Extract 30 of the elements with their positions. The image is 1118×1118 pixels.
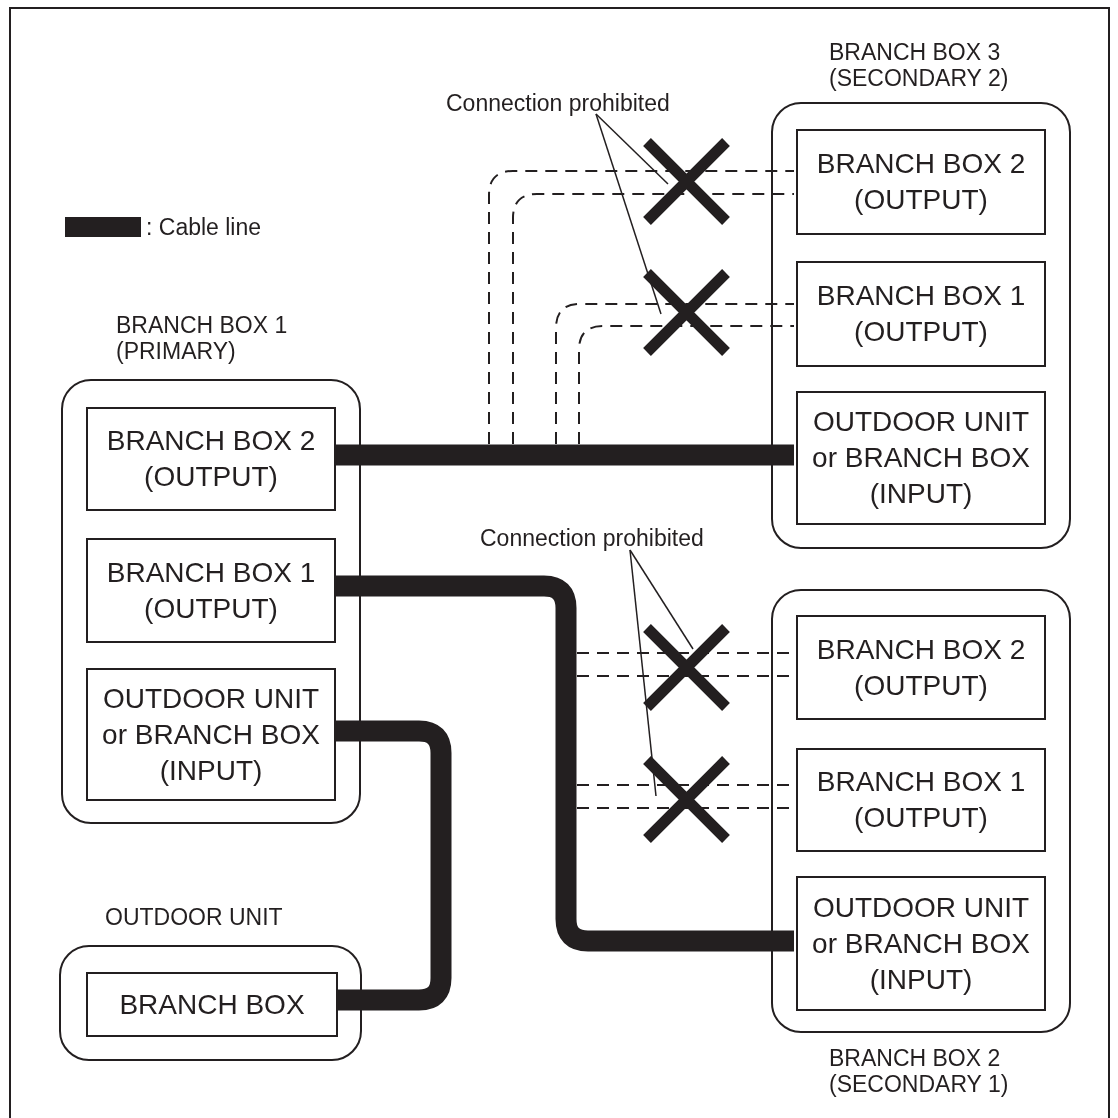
terminal-box: BRANCH BOX 1 (OUTPUT) — [796, 261, 1046, 367]
terminal-box: OUTDOOR UNIT or BRANCH BOX (INPUT) — [796, 876, 1046, 1011]
leader-line — [629, 549, 657, 797]
terminal-box: BRANCH BOX 2 (OUTPUT) — [796, 615, 1046, 720]
terminal-box: BRANCH BOX — [86, 972, 338, 1037]
terminal-box: OUTDOOR UNIT or BRANCH BOX (INPUT) — [796, 391, 1046, 525]
prohibited-connection-line — [555, 303, 795, 445]
terminal-box: BRANCH BOX 2 (OUTPUT) — [796, 129, 1046, 235]
note-text: Connection prohibited — [480, 524, 704, 552]
cable-line — [334, 720, 452, 1011]
cable-line — [334, 444, 794, 466]
leader-line — [629, 549, 694, 650]
cross-mark — [643, 756, 730, 843]
note-text: Connection prohibited — [446, 89, 670, 117]
terminal-box: OUTDOOR UNIT or BRANCH BOX (INPUT) — [86, 668, 336, 801]
terminal-box: BRANCH BOX 2 (OUTPUT) — [86, 407, 336, 511]
leader-line — [595, 113, 669, 185]
unit-heading: BRANCH BOX 1 (PRIMARY) — [116, 312, 289, 364]
unit-heading: BRANCH BOX 2 (SECONDARY 1) — [829, 1045, 1010, 1097]
terminal-box: BRANCH BOX 1 (OUTPUT) — [86, 538, 336, 643]
unit-heading: BRANCH BOX 3 (SECONDARY 2) — [829, 39, 1010, 91]
leader-line — [595, 113, 662, 315]
cross-mark — [643, 624, 730, 711]
legend-label: : Cable line — [146, 214, 262, 240]
cross-mark — [643, 269, 730, 356]
cable-line — [334, 575, 794, 952]
cross-mark — [643, 138, 730, 225]
prohibited-connection-line — [488, 170, 795, 445]
unit-heading: OUTDOOR UNIT — [105, 904, 284, 930]
terminal-box: BRANCH BOX 1 (OUTPUT) — [796, 748, 1046, 852]
